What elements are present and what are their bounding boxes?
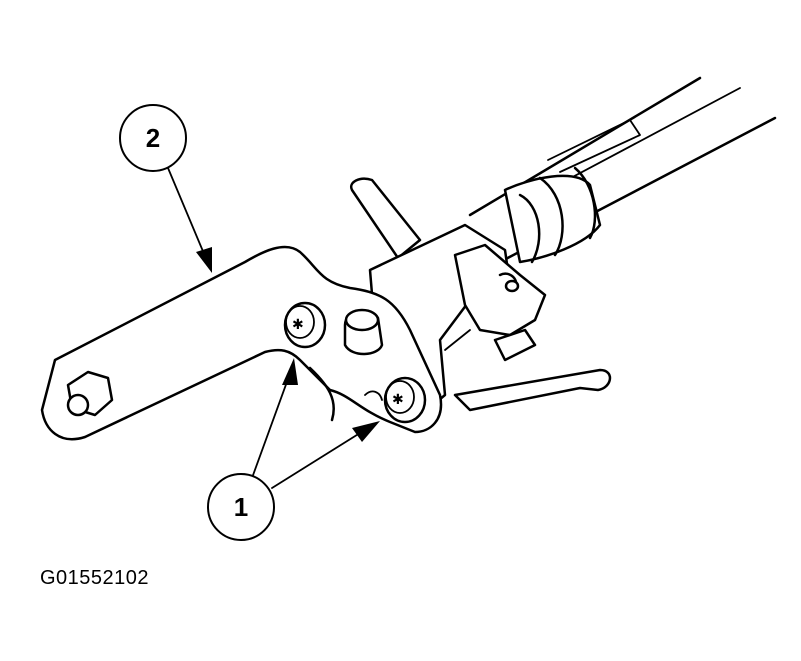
cutaway-line [308, 366, 335, 422]
svg-text:✱: ✱ [292, 317, 304, 333]
column-shaft [468, 76, 777, 264]
leader-arrow-2 [167, 167, 212, 273]
callout-2: 2 [119, 104, 187, 172]
release-lever [453, 368, 612, 412]
figure-code: G01552102 [40, 567, 150, 589]
screw-upper: ✱ [283, 301, 327, 349]
leader-arrows-1 [251, 358, 380, 489]
cutaway-line-2 [364, 390, 383, 401]
callout-1: 1 [207, 473, 275, 541]
pivot-stud [343, 308, 384, 356]
bracket-plate [40, 245, 443, 441]
upper-lever-tab [349, 177, 422, 260]
callout-1-label: 1 [234, 492, 248, 522]
screw-lower: ✱ [383, 376, 427, 424]
svg-text:✱: ✱ [392, 392, 404, 408]
callout-2-label: 2 [146, 123, 160, 153]
end-nut [66, 370, 114, 417]
